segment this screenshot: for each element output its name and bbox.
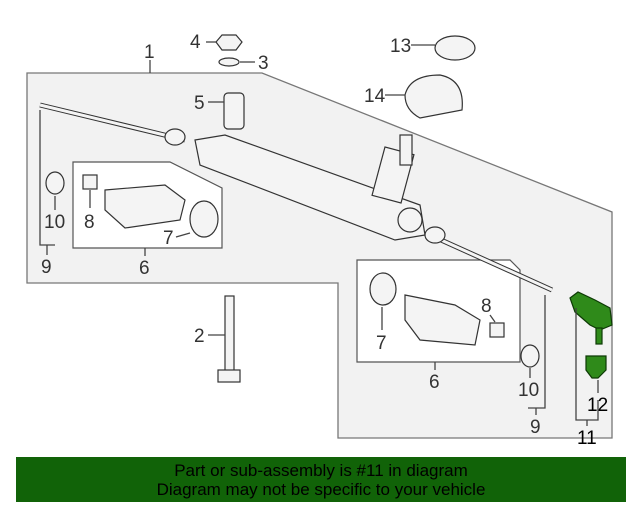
cap-part-10-right: [520, 344, 540, 368]
callout-6-left: 6: [139, 258, 150, 279]
clamp-part-8-right: [489, 322, 505, 338]
washer-part-3: [218, 57, 240, 67]
nut-part-12: [585, 355, 607, 379]
callout-2: 2: [194, 326, 205, 347]
mount-part-14: [404, 74, 463, 119]
callout-3: 3: [258, 53, 269, 74]
callout-8-left: 8: [84, 212, 95, 233]
callout-11: 11: [577, 428, 597, 449]
callout-12: 12: [587, 395, 608, 416]
info-banner: Part or sub-assembly is #11 in diagram D…: [16, 457, 626, 502]
callout-9-right: 9: [530, 417, 541, 438]
callout-8-right: 8: [481, 296, 492, 317]
callout-4: 4: [190, 32, 201, 53]
boot-part-right: [404, 294, 481, 346]
callout-14: 14: [364, 86, 386, 107]
bolt-head: [217, 369, 241, 383]
callout-6-right: 6: [429, 372, 440, 393]
clamp-part-7-left: [189, 200, 219, 238]
callout-5: 5: [194, 93, 205, 114]
callout-13: 13: [390, 36, 411, 57]
callout-7-left: 7: [163, 228, 174, 249]
mount-part-13: [434, 35, 476, 61]
banner-line-1: Part or sub-assembly is #11 in diagram: [174, 461, 468, 480]
steering-rack: [39, 102, 554, 293]
callout-9-left: 9: [41, 257, 52, 278]
cap-part-10-left: [45, 171, 65, 195]
bushing-part-5: [223, 92, 245, 130]
boot-part-left: [104, 184, 186, 229]
bolt-part-2: [224, 295, 235, 373]
callout-1: 1: [144, 42, 155, 63]
banner-line-2: Diagram may not be specific to your vehi…: [156, 480, 486, 499]
clamp-part-8-left: [82, 174, 98, 190]
leader-lines: [39, 41, 599, 426]
callout-10-left: 10: [44, 212, 65, 233]
callout-10-right: 10: [518, 380, 539, 401]
nut-part-4: [215, 34, 243, 51]
clamp-part-7-right: [369, 272, 397, 306]
callout-7-right: 7: [376, 333, 387, 354]
tie-rod-end-part-11: [569, 291, 613, 345]
